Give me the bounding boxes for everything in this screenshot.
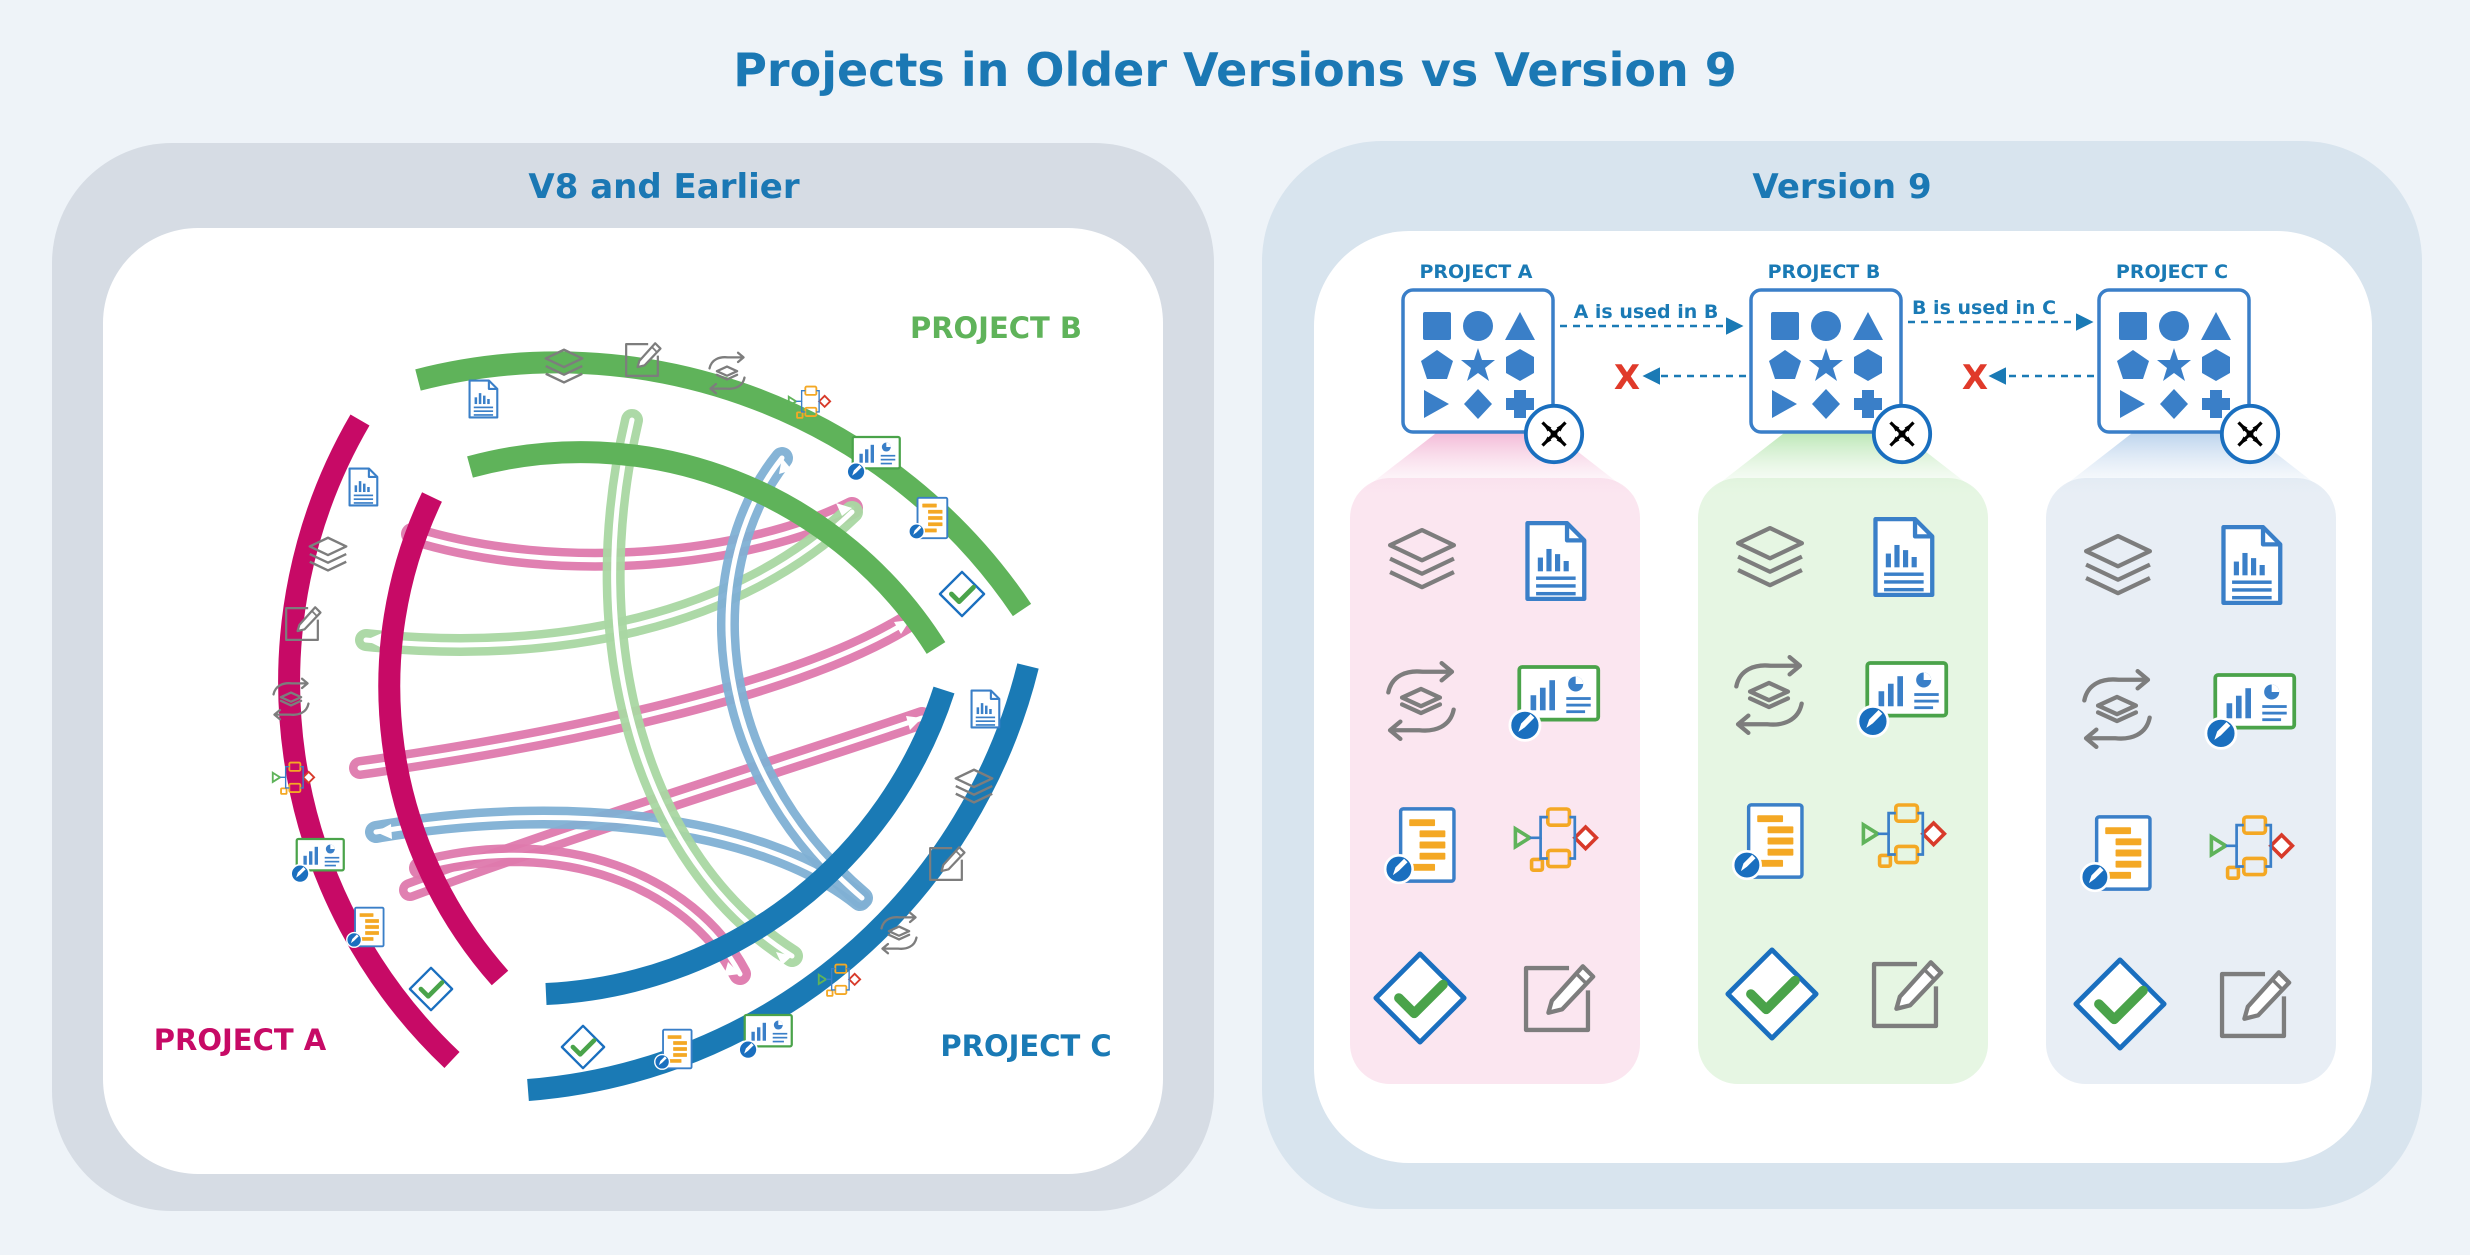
v9-project-b-label: PROJECT B <box>1768 261 1881 283</box>
report-icon <box>970 689 1001 729</box>
shapes-icon <box>2117 311 2231 419</box>
relation-b-c: B is used in C X <box>1908 297 2094 398</box>
ribbon-b-to-a <box>355 501 863 656</box>
module-badge-icon <box>2219 403 2281 465</box>
project-c-label: PROJECT C <box>940 1029 1111 1063</box>
module-badge-icon <box>1523 403 1585 465</box>
left-panel-title: V8 and Earlier <box>528 167 799 207</box>
project-a-label: PROJECT A <box>154 1023 327 1057</box>
v9-project-c-label: PROJECT C <box>2116 261 2228 283</box>
shapes-icon <box>1421 311 1535 419</box>
relation-a-b-label: A is used in B <box>1574 301 1719 323</box>
project-c-inner-arc <box>545 686 955 1005</box>
project-columns <box>1350 430 2336 1084</box>
v9-project-a-box <box>1401 288 1585 465</box>
report-icon <box>1875 519 1932 595</box>
project-b-column <box>1698 478 1988 1084</box>
project-b-inner-arc <box>467 441 946 654</box>
shapes-icon <box>1769 311 1883 419</box>
v9-project-b-box <box>1749 288 1933 465</box>
ribbon-c-to-b <box>717 447 873 909</box>
project-a-inner-arc <box>378 492 509 986</box>
relation-a-b: A is used in B X <box>1560 301 1746 398</box>
project-c-outer-arc <box>527 663 1039 1101</box>
report-icon <box>348 467 379 507</box>
project-arcs <box>278 351 1039 1101</box>
right-panel-title: Version 9 <box>1752 167 1931 207</box>
project-b-outer-arc <box>415 351 1032 617</box>
ribbon-a-to-b-2 <box>349 609 921 779</box>
blocked-reverse-a-b: X <box>1614 358 1640 398</box>
left-panel: V8 and Earlier <box>52 143 1214 1211</box>
project-b-label: PROJECT B <box>910 311 1082 345</box>
report-icon <box>468 379 499 419</box>
project-c-column <box>2046 478 2336 1084</box>
report-icon <box>1527 523 1584 599</box>
v9-project-a-label: PROJECT A <box>1420 261 1533 283</box>
project-a-outer-arc <box>278 414 460 1068</box>
report-icon <box>2223 527 2280 603</box>
right-panel: Version 9 PROJECT A PROJECT B PROJECT C <box>1262 141 2422 1209</box>
ribbon-c-to-a <box>365 806 871 911</box>
relation-b-c-label: B is used in C <box>1912 297 2056 319</box>
v9-project-c-box <box>2097 288 2281 465</box>
project-a-column <box>1350 478 1640 1084</box>
ribbon-a-to-c-2 <box>409 844 751 985</box>
ribbon-b-to-c <box>602 409 803 967</box>
blocked-reverse-b-c: X <box>1962 358 1988 398</box>
page-title: Projects in Older Versions vs Version 9 <box>733 43 1737 97</box>
module-badge-icon <box>1871 403 1933 465</box>
